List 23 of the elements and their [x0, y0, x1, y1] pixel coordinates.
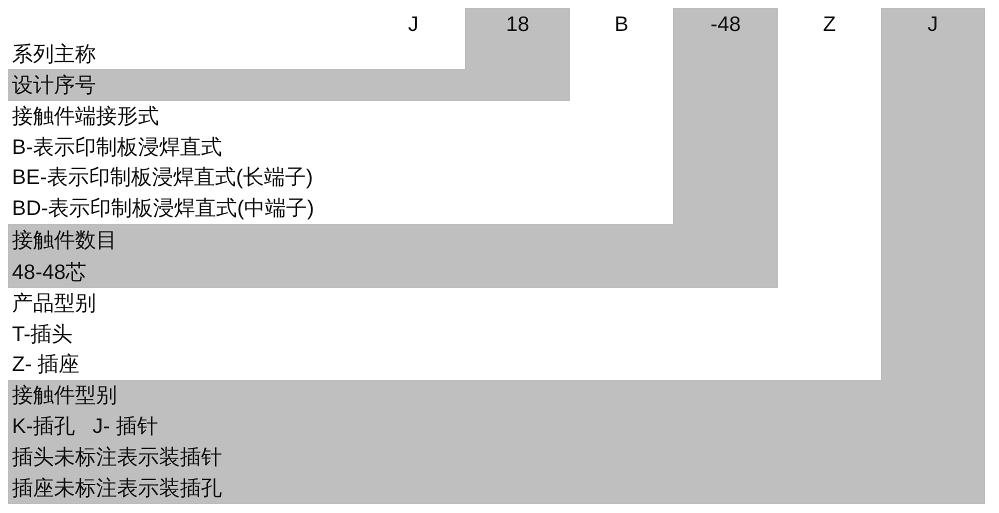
- code-column: [881, 8, 985, 380]
- description-text: 系列主称: [12, 44, 96, 65]
- description-text: T-插头: [12, 324, 73, 344]
- description-heading: 接触件端接形式: [12, 106, 159, 127]
- code-label: -48: [710, 14, 741, 34]
- description-heading: 接触件型别: [12, 385, 117, 406]
- description-text: Z- 插座: [12, 354, 80, 376]
- code-label: J: [928, 14, 938, 34]
- description-text: 48-48芯: [12, 262, 87, 282]
- description-text: K-插孔 J- 插针: [12, 416, 158, 437]
- description-text: BE-表示印制板浸焊直式(长端子): [12, 167, 313, 188]
- description-text: 设计序号: [12, 74, 96, 96]
- code-label: B: [614, 14, 629, 34]
- description-text: 插座未标注表示装插孔: [12, 478, 222, 499]
- description-heading: 接触件数目: [12, 230, 117, 250]
- description-text: 插头未标注表示装插针: [12, 447, 222, 468]
- description-heading: 产品型别: [12, 292, 96, 314]
- description-text: B-表示印制板浸焊直式: [12, 136, 222, 158]
- code-label: 18: [506, 14, 530, 34]
- description-text: BD-表示印制板浸焊直式(中端子): [12, 198, 314, 220]
- description-band: [8, 380, 985, 504]
- code-label: J: [408, 14, 418, 34]
- code-label: Z: [823, 14, 836, 34]
